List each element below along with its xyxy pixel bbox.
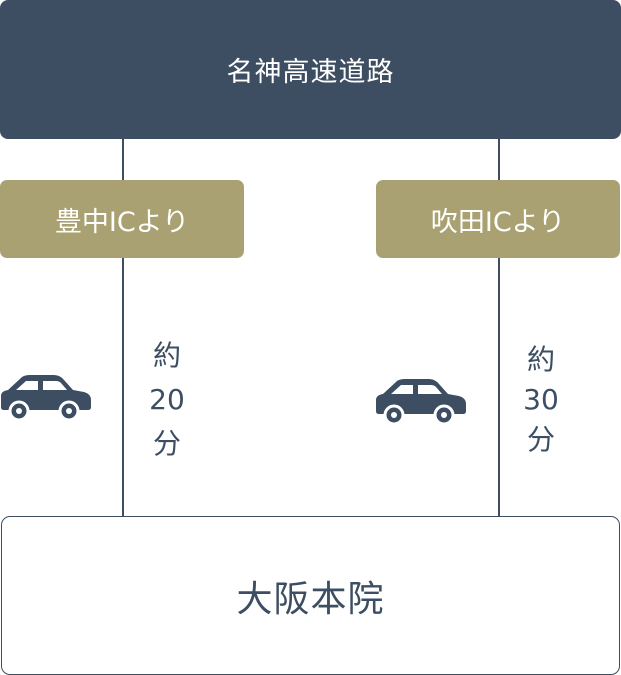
- destination-label: 大阪本院: [236, 578, 385, 620]
- suita-travel-time: 約 30 分: [511, 340, 571, 460]
- time-unit: 分: [526, 423, 555, 456]
- left-connector-bottom: [122, 258, 124, 516]
- expressway-box: 名神高速道路: [0, 0, 621, 139]
- destination-box: 大阪本院: [1, 516, 620, 675]
- right-connector-bottom: [498, 258, 500, 516]
- time-value: 30: [523, 383, 559, 416]
- right-connector-top: [498, 139, 500, 180]
- car-icon: [1, 375, 91, 422]
- time-value: 20: [149, 383, 185, 416]
- toyonaka-ic-label: 豊中ICより: [54, 206, 190, 238]
- time-unit: 分: [152, 427, 181, 460]
- suita-ic-box: 吹田ICより: [376, 180, 620, 258]
- time-prefix: 約: [526, 343, 555, 376]
- time-prefix: 約: [152, 339, 181, 372]
- left-connector-top: [122, 139, 124, 180]
- expressway-label: 名神高速道路: [226, 57, 395, 88]
- toyonaka-travel-time: 約 20 分: [137, 334, 197, 466]
- toyonaka-ic-box: 豊中ICより: [0, 180, 244, 258]
- car-icon: [376, 379, 466, 426]
- suita-ic-label: 吹田ICより: [430, 206, 566, 238]
